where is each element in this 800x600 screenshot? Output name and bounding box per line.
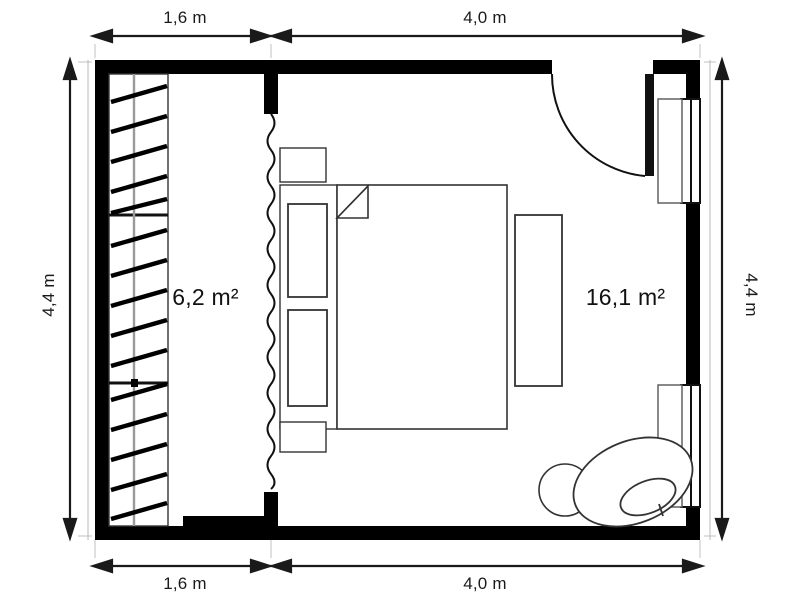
dimension-label-top-right: 4,0 m — [463, 8, 507, 27]
side-cabinet[interactable] — [514, 214, 563, 387]
arrow-right-bottom — [714, 517, 730, 542]
wall-right-top — [686, 60, 700, 101]
partition-stub-bottom — [264, 492, 278, 526]
dimension-label-bottom-right: 4,0 m — [463, 574, 507, 593]
arrow-bottom-mid-right — [268, 558, 293, 574]
arrow-top-left — [89, 28, 114, 44]
dimension-label-top-left: 1,6 m — [163, 8, 207, 27]
mattress[interactable] — [336, 184, 508, 430]
arrow-bottom-left — [89, 558, 114, 574]
wall-right-middle — [686, 201, 700, 387]
arrow-top-mid-right — [268, 28, 293, 44]
arrow-top-right — [681, 28, 706, 44]
interior-opening-break-line — [266, 113, 276, 490]
armchair-arm-detail — [658, 503, 664, 517]
dimension-line-right — [714, 56, 730, 542]
arrow-right-top — [714, 56, 730, 81]
dimension-line-top — [89, 28, 706, 44]
dimension-label-right: 4,4 m — [742, 273, 761, 317]
area-label-bedroom: 16,1 m² — [585, 284, 666, 310]
wall-bottom — [95, 526, 700, 540]
wall-right-bottom — [686, 505, 700, 540]
closet-floor-sill — [183, 516, 265, 526]
closet-shelving — [108, 73, 169, 527]
arrow-bottom-right — [681, 558, 706, 574]
pillow-right[interactable] — [287, 309, 328, 407]
dimension-label-left: 4,4 m — [39, 273, 58, 317]
dimension-label-bottom-left: 1,6 m — [163, 574, 207, 593]
nightstand-top[interactable] — [279, 147, 327, 183]
arrow-left-top — [62, 56, 78, 81]
partition-wall — [264, 74, 278, 526]
entry-door[interactable] — [550, 73, 654, 177]
wall-top-left — [95, 60, 552, 74]
entry-door-leaf[interactable] — [645, 74, 654, 176]
armchair-seat — [619, 477, 677, 517]
partition-stub-top — [264, 74, 278, 114]
closet-rail-anchor — [131, 379, 138, 387]
closet-hatch-lines — [110, 83, 168, 522]
wall-left — [95, 60, 109, 540]
dimension-line-left — [62, 56, 78, 542]
nightstand-bottom[interactable] — [279, 421, 327, 453]
dimension-line-bottom — [89, 558, 706, 574]
window-upper-sill — [657, 98, 683, 204]
blanket-fold-crease — [336, 185, 369, 219]
arrow-bottom-mid-left — [249, 558, 274, 574]
entry-door-swing-arc — [550, 73, 646, 177]
window-upper[interactable] — [657, 98, 701, 204]
armchair[interactable] — [560, 421, 706, 543]
arrow-left-bottom — [62, 517, 78, 542]
pillow-left[interactable] — [287, 203, 328, 298]
witness-vertical-guides — [87, 60, 711, 540]
exterior-walls — [95, 60, 700, 540]
arrow-top-mid-left — [249, 28, 274, 44]
area-label-closet-room: 6,2 m² — [172, 284, 239, 310]
